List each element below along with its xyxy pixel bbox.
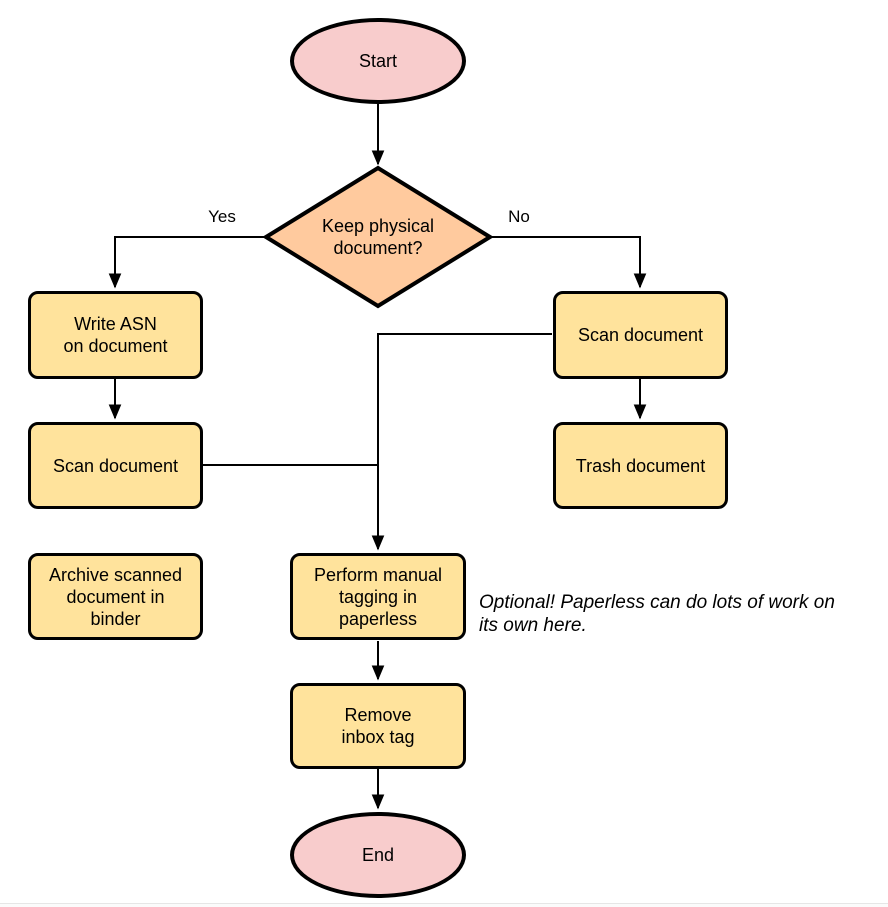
node-manual-tagging: Perform manual tagging in paperless [290,553,466,640]
node-end-label: End [361,845,395,865]
node-remove-inbox-tag: Remove inbox tag [290,683,466,769]
node-start: Start [290,18,466,104]
edge-decision-yes-to-write-asn [108,236,265,289]
node-manual-tagging-label: Perform manual tagging in paperless [313,564,443,629]
node-trash-document: Trash document [553,422,728,509]
node-scan-document-right: Scan document [553,291,728,379]
node-scan-document-left-label: Scan document [52,455,179,476]
node-decision-label: Keep physical document? [321,216,435,258]
node-archive-binder: Archive scanned document in binder [28,553,203,640]
node-scan-document-right-label: Scan document [577,325,704,345]
no-edge-label: No [508,207,530,226]
annotation-note: Optional! Paperless can do lots of work … [479,592,835,636]
decision-diamond-shape [262,165,494,309]
node-trash-document-label: Trash document [575,455,706,476]
node-start-label: Start [358,51,397,71]
yes-edge-label: Yes [208,207,236,226]
node-end: End [290,812,466,898]
node-write-asn-label: Write ASN on document [63,314,168,356]
edge-decision-no-to-scan-document [491,236,647,289]
node-scan-document-left: Scan document [28,422,203,509]
node-decision: Keep physical document? [288,204,468,270]
node-write-asn: Write ASN on document [28,291,203,379]
node-remove-inbox-tag-label: Remove inbox tag [341,705,415,747]
window-bottom-strip [0,904,888,907]
node-archive-binder-label: Archive scanned document in binder [48,564,183,629]
edge-scan-document-to-tagging [371,333,552,551]
window-bottom-divider [0,903,888,904]
